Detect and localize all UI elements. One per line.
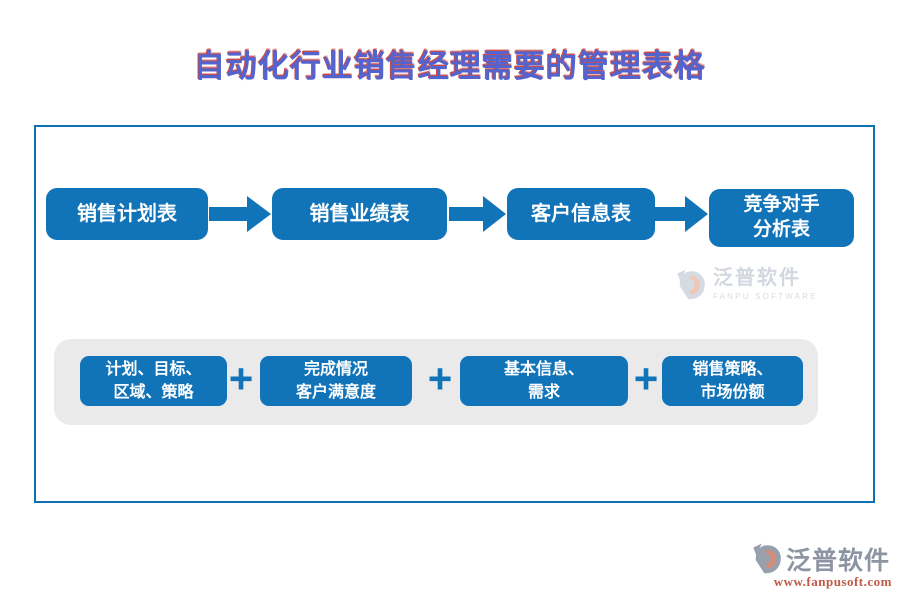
fanpu-logo-icon bbox=[677, 269, 705, 300]
plus-icon: + bbox=[633, 355, 659, 402]
diagram-frame bbox=[34, 125, 875, 503]
arrow-right-icon bbox=[651, 196, 708, 237]
flow-button-customer-info: 客户信息表 bbox=[507, 188, 655, 240]
detail-button-basic-info-demand: 基本信息、 需求 bbox=[460, 356, 628, 406]
watermark-brand: 泛普软件 bbox=[713, 267, 801, 289]
footer-website: www.fanpusoft.com bbox=[773, 574, 892, 589]
footer-brand: 泛普软件 bbox=[786, 548, 891, 575]
arrow-right-icon bbox=[449, 196, 506, 237]
flow-button-competitor-analysis: 竞争对手 分析表 bbox=[709, 189, 854, 247]
detail-button-plan-goal: 计划、目标、 区域、策略 bbox=[80, 356, 227, 406]
plus-icon: + bbox=[427, 355, 453, 402]
watermark-logo: 泛普软件 FANPU SOFTWARE bbox=[676, 266, 818, 304]
fanpu-logo-icon bbox=[753, 543, 781, 574]
watermark-brand-en: FANPU SOFTWARE bbox=[713, 292, 818, 301]
page-title: 自动化行业销售经理需要的管理表格 bbox=[194, 49, 706, 84]
plus-icon: + bbox=[228, 355, 254, 402]
detail-button-strategy-share: 销售策略、 市场份额 bbox=[662, 356, 803, 406]
flow-button-sales-plan: 销售计划表 bbox=[46, 188, 208, 240]
footer-logo: 泛普软件 www.fanpusoft.com bbox=[752, 541, 892, 590]
detail-button-completion-satisfaction: 完成情况 客户满意度 bbox=[260, 356, 412, 406]
arrow-right-icon bbox=[209, 196, 271, 237]
flow-button-sales-performance: 销售业绩表 bbox=[272, 188, 447, 240]
